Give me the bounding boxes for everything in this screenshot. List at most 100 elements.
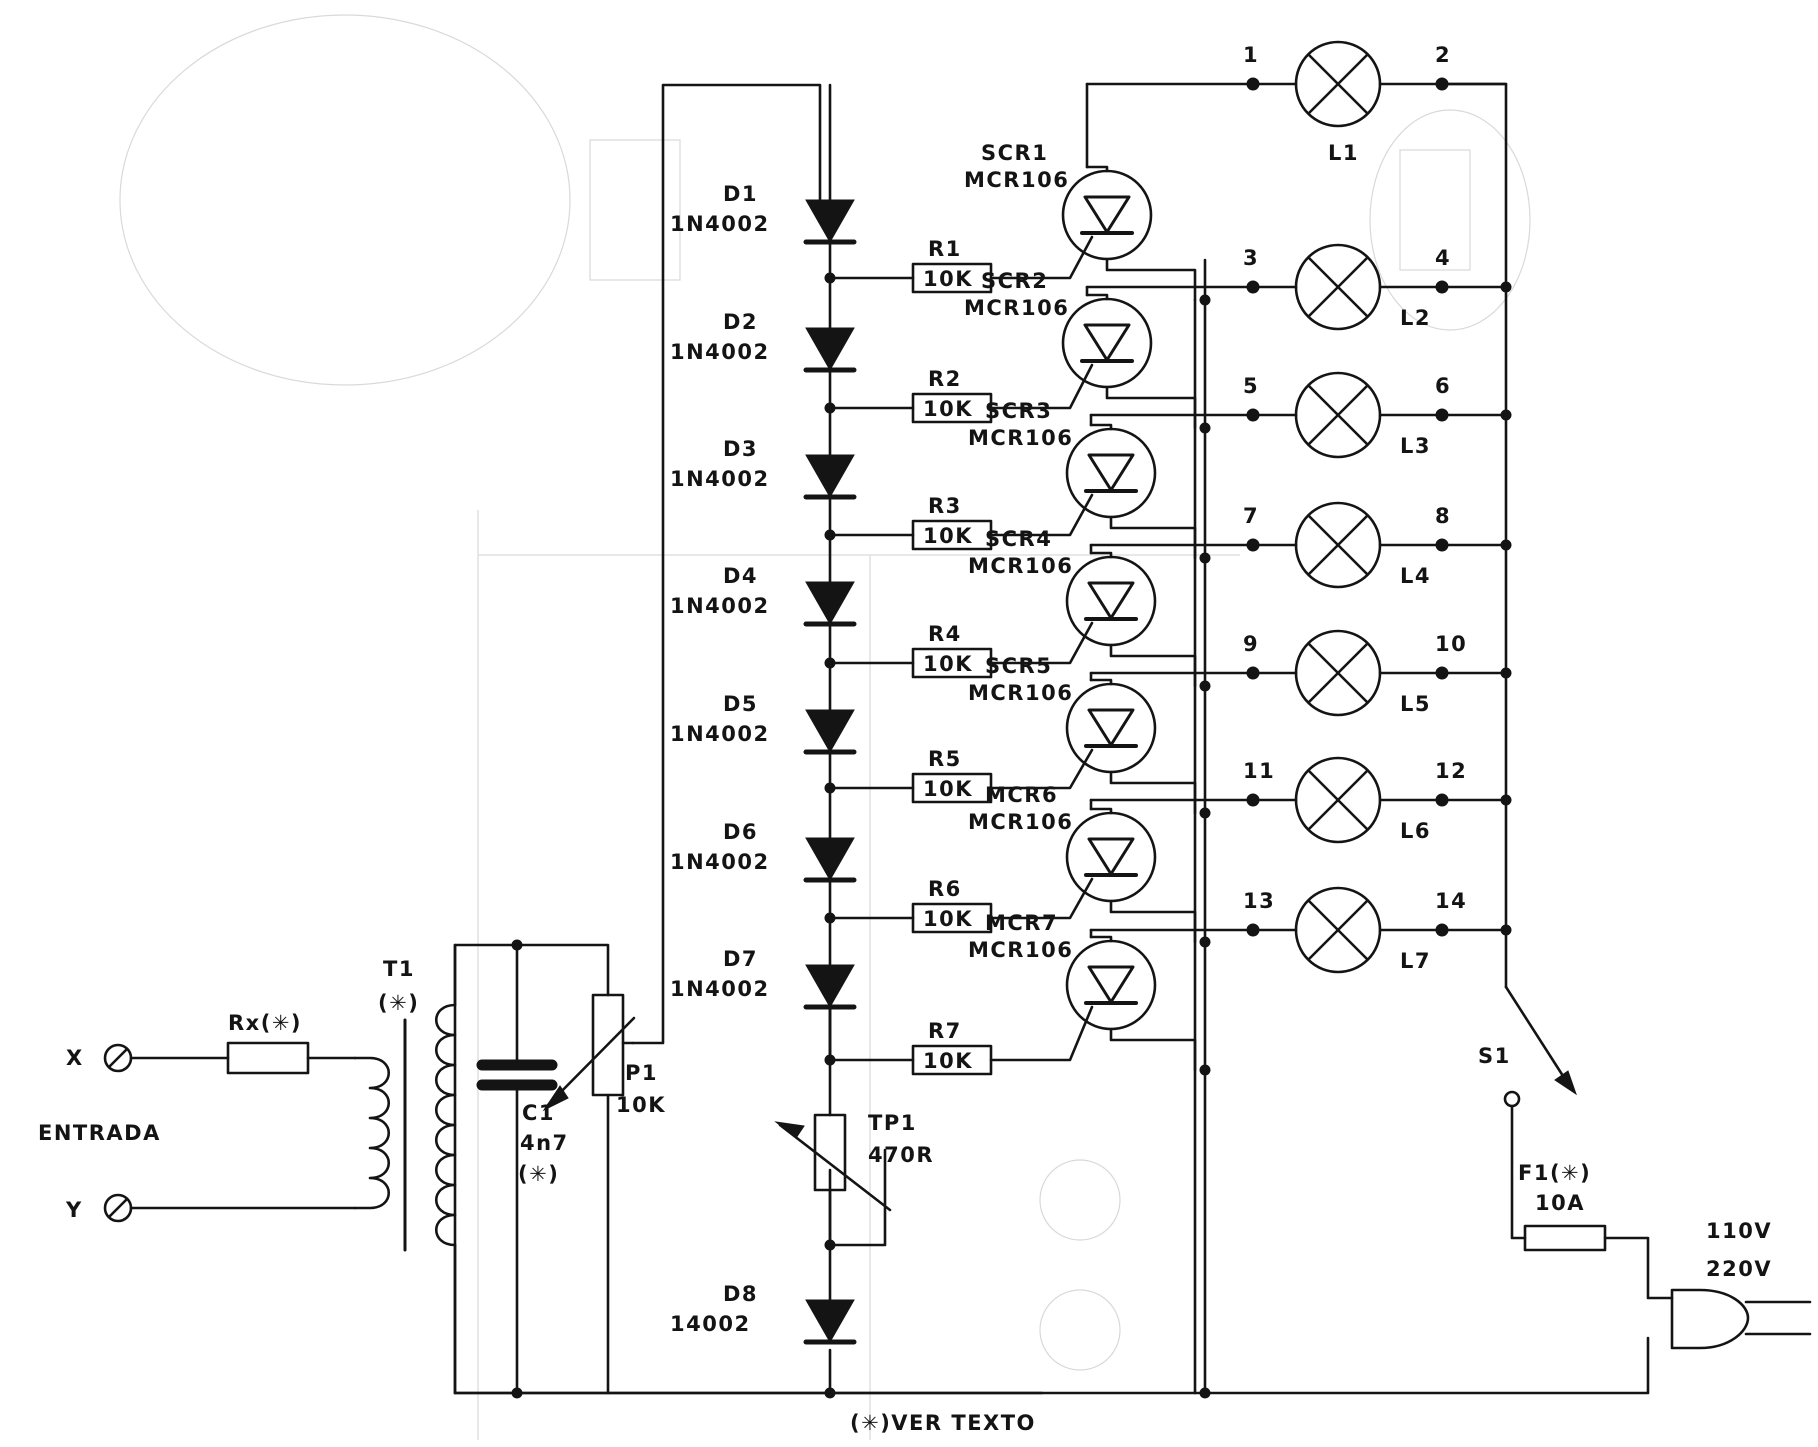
lamp-terminal-right: 2 — [1435, 43, 1451, 67]
gate-wire — [989, 1005, 1094, 1062]
scr-triangle — [1087, 581, 1135, 620]
diode-ref: D2 — [723, 310, 758, 334]
tp1-label: TP1 — [868, 1111, 917, 1135]
lamp-cross-b — [1307, 256, 1369, 318]
s1-label: S1 — [1478, 1044, 1511, 1068]
c1-note: (✳) — [518, 1162, 559, 1186]
diode-d8: D8 14002 — [670, 1282, 857, 1345]
scr-ref: SCR5 — [985, 654, 1052, 678]
cathode-wire — [1109, 899, 1197, 944]
trimpot-tp1 — [774, 1058, 892, 1247]
diode-part: 1N4002 — [670, 594, 770, 618]
diode-part: 1N4002 — [670, 977, 770, 1001]
diode-ref: D8 — [723, 1282, 758, 1306]
scr-anode-tab — [1089, 935, 1113, 943]
cathode-wire — [1105, 257, 1197, 302]
lamp-ref: L1 — [1328, 141, 1359, 165]
scr-scr3 — [1065, 427, 1157, 519]
bus-dot — [1500, 409, 1512, 421]
lamp-terminal-left: 7 — [1243, 504, 1259, 528]
diode-ref: D1 — [723, 182, 758, 206]
bus-dot — [1500, 667, 1512, 679]
resistor-ref: R4 — [928, 622, 962, 646]
lamp-cross-b — [1307, 642, 1369, 704]
lamp-terminal-right: 10 — [1435, 632, 1467, 656]
diode-part: 14002 — [670, 1312, 751, 1336]
diode-body — [805, 581, 855, 626]
fuse-f1 — [1523, 1224, 1607, 1252]
terminal-dot-left — [1246, 280, 1260, 294]
diode-body — [805, 199, 855, 244]
p1-label: P1 — [625, 1061, 658, 1085]
cathode-dot — [1199, 936, 1211, 948]
lamp-terminal-right: 4 — [1435, 246, 1451, 270]
scr-mcr6 — [1065, 811, 1157, 903]
diode-ref: D4 — [723, 564, 758, 588]
switch-s1-contact — [1503, 1090, 1521, 1108]
terminal-dot-left — [1246, 666, 1260, 680]
top-dot-cap — [511, 939, 523, 951]
resistor-ref: R7 — [928, 1019, 962, 1043]
scr-triangle — [1087, 453, 1135, 492]
terminal-dot-left — [1246, 793, 1260, 807]
lamp-terminal-left: 9 — [1243, 632, 1259, 656]
bus-dot — [1500, 924, 1512, 936]
resistor-ref: R3 — [928, 494, 962, 518]
c1-value: 4n7 — [520, 1131, 569, 1155]
terminal-dot-right — [1435, 923, 1449, 937]
diode-part: 1N4002 — [670, 212, 770, 236]
lamp-ref: L4 — [1400, 564, 1431, 588]
cathode-wire — [1109, 770, 1197, 815]
scr-anode-tab — [1085, 293, 1109, 301]
lamp-terminal-right: 12 — [1435, 759, 1467, 783]
entrada-label: ENTRADA — [38, 1121, 161, 1145]
bus-dot — [1500, 281, 1512, 293]
scr-part: MCR106 — [968, 938, 1073, 962]
scr-part: MCR106 — [968, 681, 1073, 705]
resistor-ref: R6 — [928, 877, 962, 901]
scr-anode-tab — [1089, 678, 1113, 686]
terminal-dot-left — [1246, 538, 1260, 552]
gate-wire — [989, 363, 1094, 410]
lamp-terminal-left: 13 — [1243, 889, 1275, 913]
resistor-value: 10K — [923, 1049, 973, 1073]
lamp-cross-b — [1307, 769, 1369, 831]
diode-body — [805, 837, 855, 882]
scr-triangle — [1083, 323, 1131, 362]
scr-triangle — [1087, 708, 1135, 747]
scr-part: MCR106 — [968, 554, 1073, 578]
background-bleed-through — [119, 14, 1531, 1440]
scr-anode-tab — [1089, 423, 1113, 431]
p1-value: 10K — [616, 1093, 666, 1117]
terminal-y-label: Y — [65, 1198, 83, 1222]
scr-ref: SCR4 — [985, 527, 1052, 551]
lamp-ref: L6 — [1400, 819, 1431, 843]
cathode-wire — [1109, 1027, 1197, 1072]
resistor-ref: R5 — [928, 747, 962, 771]
lamp-ref: L3 — [1400, 434, 1431, 458]
terminal-dot-right — [1435, 408, 1449, 422]
tp1-value: 470R — [868, 1143, 934, 1167]
cathode-dot — [1199, 807, 1211, 819]
scr-scr5 — [1065, 682, 1157, 774]
scr-anode-tab — [1085, 165, 1109, 173]
diode-body — [805, 454, 855, 499]
scr-ref: SCR1 — [981, 141, 1048, 165]
resistor-ref: R2 — [928, 367, 962, 391]
footnote: (✳)VER TEXTO — [850, 1411, 1036, 1435]
lamp-cross-b — [1307, 53, 1369, 115]
scr-scr4 — [1065, 555, 1157, 647]
terminal-dot-right — [1435, 538, 1449, 552]
resistor-value: 10K — [923, 907, 973, 931]
scr-scr1 — [1061, 169, 1153, 261]
gate-wire — [989, 235, 1094, 280]
ground-dot-right — [1199, 1387, 1211, 1399]
diode-part: 1N4002 — [670, 722, 770, 746]
